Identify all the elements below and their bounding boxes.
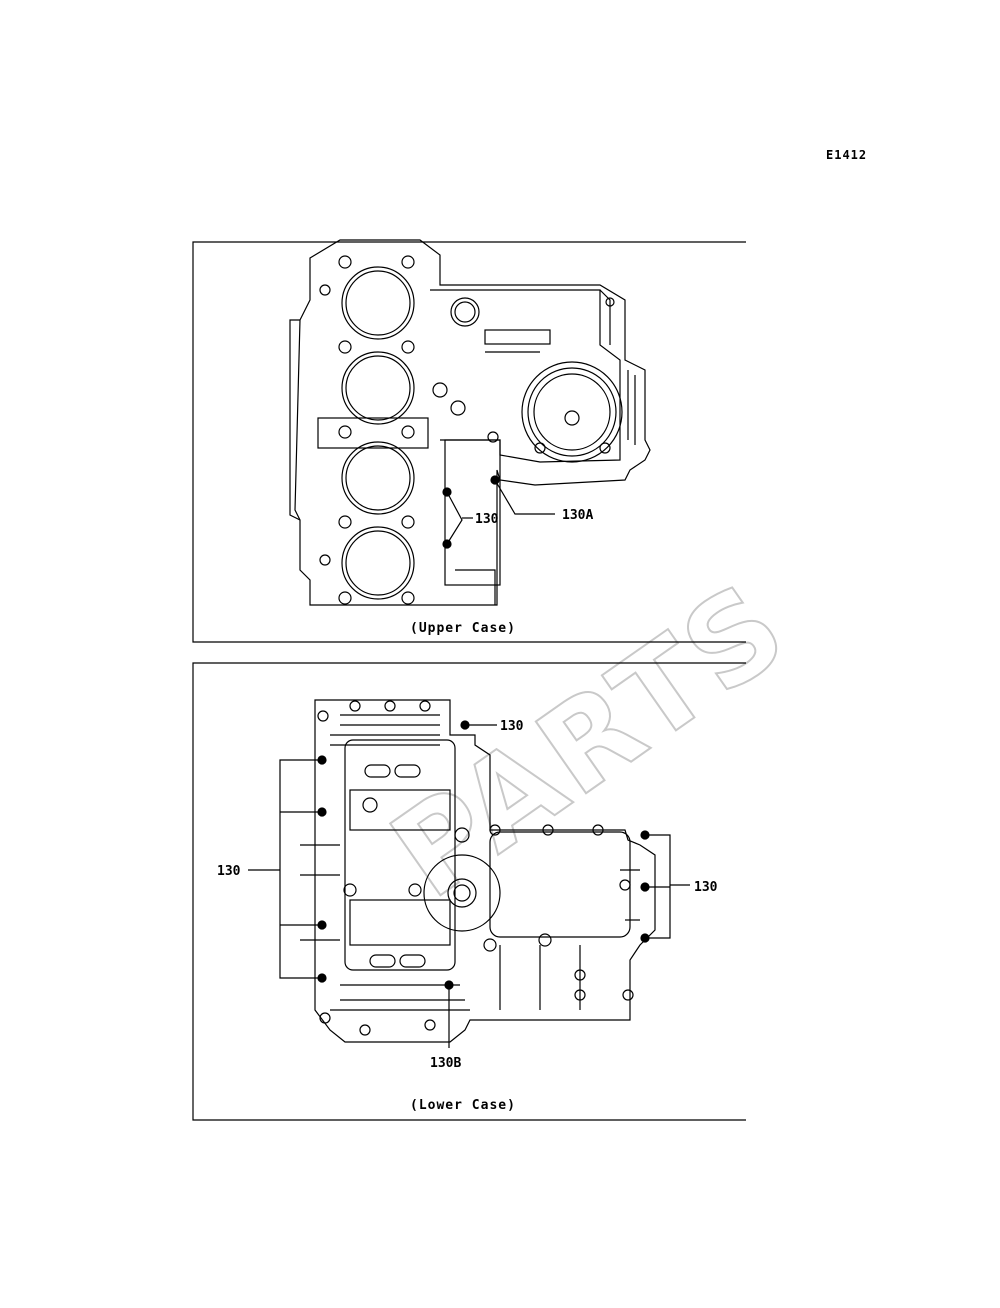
callout-130-lower-top: 130 [500,719,524,734]
callout-130-lower-right: 130 [694,880,718,895]
callout-130-upper: 130 [475,512,499,527]
upper-case-caption: (Upper Case) [410,621,516,636]
housing-circles [521,361,623,463]
upper-crankcase-drawing [289,239,651,606]
watermark-text: PARTS [368,556,812,925]
callout-130a-upper: 130A [562,508,593,523]
lower-housing-circles [362,797,501,932]
callout-130-lower-left: 130 [217,864,241,879]
watermark: PARTS [367,555,813,926]
lower-crankcase-drawing [300,699,656,1043]
cylinder-bores [341,266,415,600]
lower-case-caption: (Lower Case) [410,1098,516,1113]
bolt-bosses [319,255,615,605]
upper-panel-frame [192,241,746,643]
lower-leaders [248,724,690,1048]
upper-leaders [446,479,555,545]
callout-130b-lower: 130B [430,1056,461,1071]
diagram-code: E1412 [826,148,868,162]
lower-bolt-bosses [317,700,634,1036]
lower-panel-frame [192,662,746,1121]
lower-case-panel [192,662,746,1121]
upper-case-panel [192,239,746,643]
